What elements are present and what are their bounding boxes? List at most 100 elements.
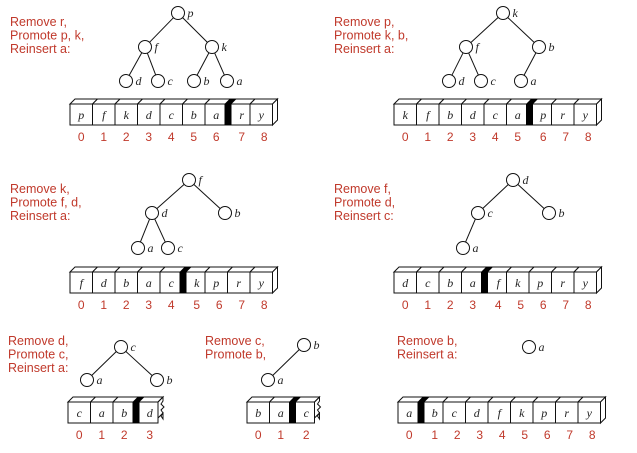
tree-node-label: d xyxy=(136,74,143,88)
array-cell-value: b xyxy=(447,108,453,122)
tree-edge xyxy=(465,218,476,243)
caption-line: Reinsert a: xyxy=(10,42,70,56)
tree-edge xyxy=(125,351,153,376)
tree-edge xyxy=(149,17,174,43)
tree-node-label: a xyxy=(278,373,284,387)
array-cell-value: c xyxy=(493,108,499,122)
heap-boundary-marker-top xyxy=(179,267,192,272)
array-index: 8 xyxy=(261,130,268,144)
heap-boundary-marker-top xyxy=(289,397,301,402)
array-cell-value: y xyxy=(258,276,265,290)
array-cell-value: k xyxy=(515,276,521,290)
array-cell-value: r xyxy=(239,108,244,122)
array-cell-value: y xyxy=(582,108,589,122)
array-cell-value: b xyxy=(432,406,438,420)
array-index: 7 xyxy=(562,130,569,144)
array-index: 2 xyxy=(123,130,130,144)
array-cell-value: f xyxy=(80,276,85,290)
array-cell-value: d xyxy=(146,108,153,122)
array-cell-value: f xyxy=(497,276,502,290)
tree-node-label: c xyxy=(131,340,137,354)
caption-line: Remove f, xyxy=(334,182,391,196)
array-cell-value: c xyxy=(304,406,310,420)
tree-node-label: f xyxy=(476,40,481,54)
tree-node-label: a xyxy=(539,340,545,354)
caption-line: Reinsert a: xyxy=(334,42,394,56)
array-index: 5 xyxy=(193,298,200,312)
array-index: 3 xyxy=(476,428,483,442)
array-index: 8 xyxy=(585,130,592,144)
tree-node xyxy=(131,241,145,255)
tree-node-label: p xyxy=(187,6,194,20)
tree-node-label: d xyxy=(459,74,466,88)
array-index: 5 xyxy=(521,428,528,442)
array-cell-value: d xyxy=(470,108,477,122)
tree-node xyxy=(261,373,275,387)
tree-node xyxy=(150,373,164,387)
tree-edge xyxy=(139,218,151,243)
array-cell-value: y xyxy=(586,406,593,420)
array-cell-value: k xyxy=(124,108,130,122)
tree-node xyxy=(187,74,201,88)
array-index: 2 xyxy=(123,298,130,312)
heap-boundary-marker xyxy=(179,272,187,293)
array-side-face xyxy=(272,97,278,127)
heap-boundary-marker xyxy=(224,104,232,125)
array-index: 0 xyxy=(78,130,85,144)
tree-node-label: d xyxy=(523,173,530,187)
caption-line: Remove c, xyxy=(205,334,265,348)
tree-node xyxy=(205,40,219,54)
caption-line: Reinsert a: xyxy=(10,209,70,223)
tree-node-label: k xyxy=(222,40,228,54)
heap-boundary-marker xyxy=(132,402,140,423)
array-side-face xyxy=(596,265,602,295)
heap-boundary-marker xyxy=(526,104,533,125)
tree-node xyxy=(297,338,311,352)
array-index: 5 xyxy=(517,298,524,312)
array-cell-value: b xyxy=(123,276,129,290)
tree-edge xyxy=(214,52,225,76)
array-side-face xyxy=(272,265,278,295)
array-cell-value: f xyxy=(498,406,503,420)
array-cell-value: r xyxy=(564,406,569,420)
array-cell-value: b xyxy=(191,108,197,122)
tree-edge xyxy=(272,349,300,376)
array-index: 1 xyxy=(100,130,107,144)
tree-edge xyxy=(182,17,208,43)
step-caption: Remove f,Promote d,Reinsert c: xyxy=(334,182,395,223)
array-cell-value: b xyxy=(121,406,127,420)
tree-node xyxy=(151,74,165,88)
tree-node xyxy=(220,74,234,88)
array-index: 4 xyxy=(168,298,175,312)
tree-node xyxy=(542,206,556,220)
tree-edge xyxy=(468,52,479,76)
tree-node xyxy=(456,241,470,255)
tree-node-label: a xyxy=(473,241,479,255)
array-cell-value: d xyxy=(474,406,481,420)
tree-node-label: b xyxy=(204,74,210,88)
array-index: 6 xyxy=(544,428,551,442)
array-index: 8 xyxy=(261,298,268,312)
array-cell-value: a xyxy=(470,276,476,290)
tree-node xyxy=(496,6,510,20)
array-index: 8 xyxy=(585,298,592,312)
array-index: 3 xyxy=(146,428,153,442)
tree-node-label: b xyxy=(314,338,320,352)
array-cell-value: d xyxy=(402,276,409,290)
array-cell-value: b xyxy=(255,406,261,420)
tree-node-label: f xyxy=(199,173,204,187)
array-index: 2 xyxy=(454,428,461,442)
caption-line: Remove d, xyxy=(8,334,68,348)
caption-line: Promote b, xyxy=(205,348,266,362)
array-cell-value: c xyxy=(77,406,83,420)
step-caption: Remove k,Promote f, d,Reinsert a: xyxy=(10,182,82,223)
array-index: 7 xyxy=(238,298,245,312)
array-cell-value: k xyxy=(519,406,525,420)
array-index: 1 xyxy=(431,428,438,442)
array-cell-value: c xyxy=(425,276,431,290)
